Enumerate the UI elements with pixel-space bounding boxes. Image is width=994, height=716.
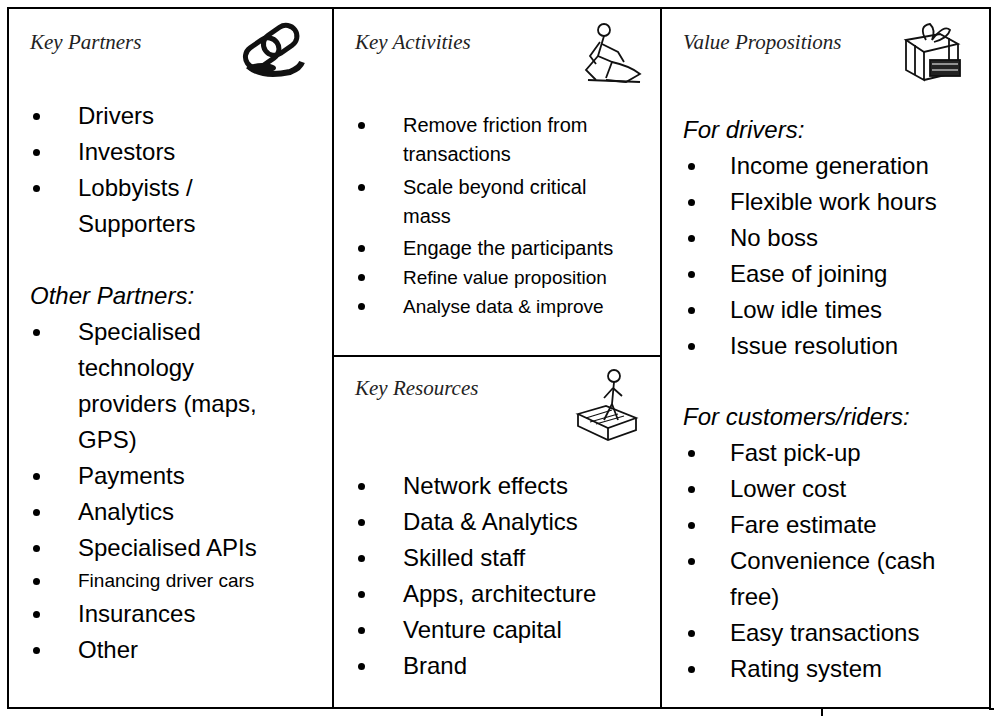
bullet-item: Engage the participants <box>403 234 635 263</box>
canvas-block: Key PartnersDriversInvestorsLobbyists / … <box>7 7 334 709</box>
bullet-item: Fare estimate <box>730 507 985 543</box>
resource-icon <box>578 370 636 440</box>
chain-icon <box>241 21 302 74</box>
bullet-item: Fast pick-up <box>730 435 985 471</box>
bullet-dot <box>358 245 365 252</box>
bullet-dot <box>33 647 40 654</box>
bullet-item: Income generation <box>730 148 985 184</box>
bullet-dot <box>33 578 40 585</box>
bullet-item: Drivers <box>78 98 283 134</box>
bullet-dot <box>688 486 695 493</box>
gift-icon <box>906 24 960 80</box>
bullet-item: Lobbyists / Supporters <box>78 170 283 242</box>
bullet-dot <box>688 343 695 350</box>
bullet-item: Remove friction from transactions <box>403 111 635 169</box>
bullet-dot <box>358 591 365 598</box>
bullet-item: Brand <box>403 648 653 684</box>
group-subheading: Other Partners: <box>30 278 332 314</box>
bullet-dot <box>33 113 40 120</box>
bullet-dot <box>33 611 40 618</box>
bullet-item: Low idle times <box>730 292 985 328</box>
bullet-item: Rating system <box>730 651 985 687</box>
bullet-dot <box>688 271 695 278</box>
block-heading: Key Resources <box>355 375 660 401</box>
bullet-dot <box>358 663 365 670</box>
bullet-item: Easy transactions <box>730 615 985 651</box>
bullet-dot <box>688 522 695 529</box>
canvas-block: Value PropositionsFor drivers:Income gen… <box>660 7 991 709</box>
bullet-item: Convenience (cash free) <box>730 543 985 615</box>
bullet-dot <box>33 509 40 516</box>
block-heading: Key Partners <box>30 29 332 55</box>
bullet-dot <box>688 450 695 457</box>
bullet-item: Venture capital <box>403 612 653 648</box>
bullet-dot <box>358 184 365 191</box>
bullet-dot <box>33 545 40 552</box>
bullet-item: Network effects <box>403 468 653 504</box>
bullet-item: Flexible work hours <box>730 184 985 220</box>
bullet-item: Specialised technology providers (maps, … <box>78 314 283 458</box>
bullet-item: Refine value proposition <box>403 263 635 292</box>
bullet-dot <box>33 149 40 156</box>
bullet-item: Specialised APIs <box>78 530 283 566</box>
bullet-dot <box>688 163 695 170</box>
bullet-dot <box>33 329 40 336</box>
bullet-dot <box>358 303 365 310</box>
bullet-item: Analytics <box>78 494 283 530</box>
bullet-dot <box>358 555 365 562</box>
bullet-item: Skilled staff <box>403 540 653 576</box>
block-heading: Value Propositions <box>683 29 989 55</box>
bullet-dot <box>688 235 695 242</box>
group-subheading: For customers/riders: <box>683 399 989 435</box>
bullet-dot <box>358 519 365 526</box>
bullet-dot <box>688 558 695 565</box>
block-heading: Key Activities <box>355 29 660 55</box>
bullet-item: Payments <box>78 458 283 494</box>
bullet-dot <box>358 627 365 634</box>
bullet-item: Issue resolution <box>730 328 985 364</box>
bullet-item: Data & Analytics <box>403 504 653 540</box>
bullet-dot <box>688 307 695 314</box>
bullet-item: Analyse data & improve <box>403 292 635 321</box>
bullet-item: Apps, architecture <box>403 576 653 612</box>
bullet-item: Other <box>78 632 283 668</box>
bullet-item: Scale beyond critical mass <box>403 173 635 231</box>
canvas-block: Key ActivitiesRemove friction from trans… <box>332 7 662 357</box>
canvas-stub <box>822 709 994 716</box>
bullet-dot <box>688 666 695 673</box>
bullet-dot <box>688 630 695 637</box>
group-subheading: For drivers: <box>683 112 989 148</box>
bullet-dot <box>358 274 365 281</box>
bullet-dot <box>33 185 40 192</box>
worker-icon <box>586 24 640 82</box>
bullet-item: Lower cost <box>730 471 985 507</box>
bullet-item: Financing driver cars <box>78 566 283 596</box>
bullet-dot <box>33 473 40 480</box>
bullet-item: Investors <box>78 134 283 170</box>
canvas-block: Key ResourcesNetwork effectsData & Analy… <box>332 355 662 709</box>
bullet-item: No boss <box>730 220 985 256</box>
bullet-dot <box>358 483 365 490</box>
bullet-item: Ease of joining <box>730 256 985 292</box>
bullet-dot <box>688 199 695 206</box>
bullet-item: Insurances <box>78 596 283 632</box>
bullet-dot <box>358 122 365 129</box>
